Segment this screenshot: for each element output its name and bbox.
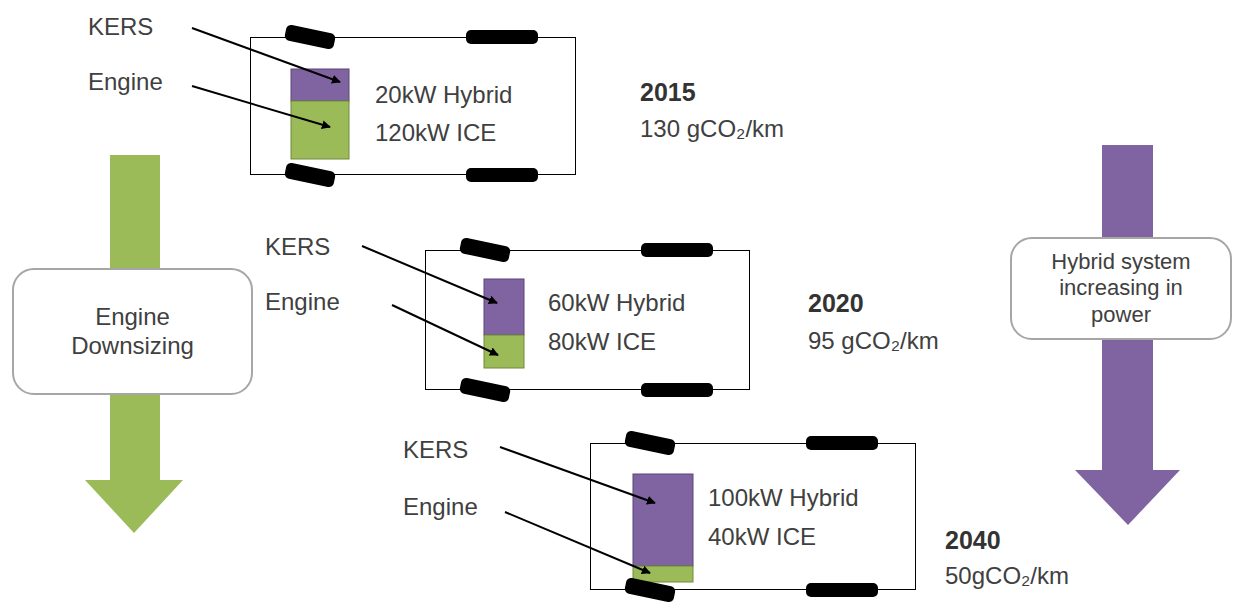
trend-text: Hybrid system increasing in power <box>1031 249 1211 328</box>
part-label: Engine <box>403 493 478 522</box>
leader-arrow <box>192 86 330 127</box>
wheel <box>466 168 538 182</box>
leader-arrow <box>505 512 650 573</box>
trend-text: Engine Downsizing <box>53 303 213 361</box>
year-label: 2040 <box>945 525 1001 555</box>
trend-box: Engine Downsizing <box>12 268 253 395</box>
part-label: Engine <box>265 288 340 317</box>
wheel <box>284 162 336 188</box>
kers-block <box>484 279 524 335</box>
part-label: KERS <box>88 13 153 42</box>
part-label: KERS <box>265 233 330 262</box>
part-label: Engine <box>88 68 163 97</box>
engine-block <box>291 101 349 159</box>
power-rating: 80kW ICE <box>548 328 656 357</box>
wheel <box>806 583 878 597</box>
leader-arrow <box>362 246 497 303</box>
engine-block <box>633 566 693 582</box>
wheel <box>459 377 511 403</box>
vehicle-outline: 60kW Hybrid 80kW ICE <box>425 250 750 390</box>
trend-box: Hybrid system increasing in power <box>1010 237 1232 340</box>
power-rating: 100kW Hybrid <box>708 484 859 513</box>
leader-arrow <box>500 447 655 503</box>
leader-arrow <box>392 305 498 355</box>
part-label: KERS <box>403 436 468 465</box>
year-label: 2015 <box>640 77 696 107</box>
year-label: 2020 <box>808 288 864 318</box>
emission-label: 95 gCO₂/km <box>808 327 939 356</box>
power-rating: 60kW Hybrid <box>548 289 685 318</box>
vehicle-outline: 100kW Hybrid 40kW ICE <box>590 443 916 590</box>
wheel <box>624 577 676 603</box>
power-rating: 40kW ICE <box>708 523 816 552</box>
wheel <box>641 383 713 397</box>
emission-label: 50gCO₂/km <box>945 562 1069 591</box>
kers-block <box>633 474 693 566</box>
vehicle-outline: 20kW Hybrid 120kW ICE <box>250 37 576 175</box>
power-rating: 20kW Hybrid <box>375 81 512 110</box>
power-rating: 120kW ICE <box>375 119 496 148</box>
emission-label: 130 gCO₂/km <box>640 115 784 144</box>
